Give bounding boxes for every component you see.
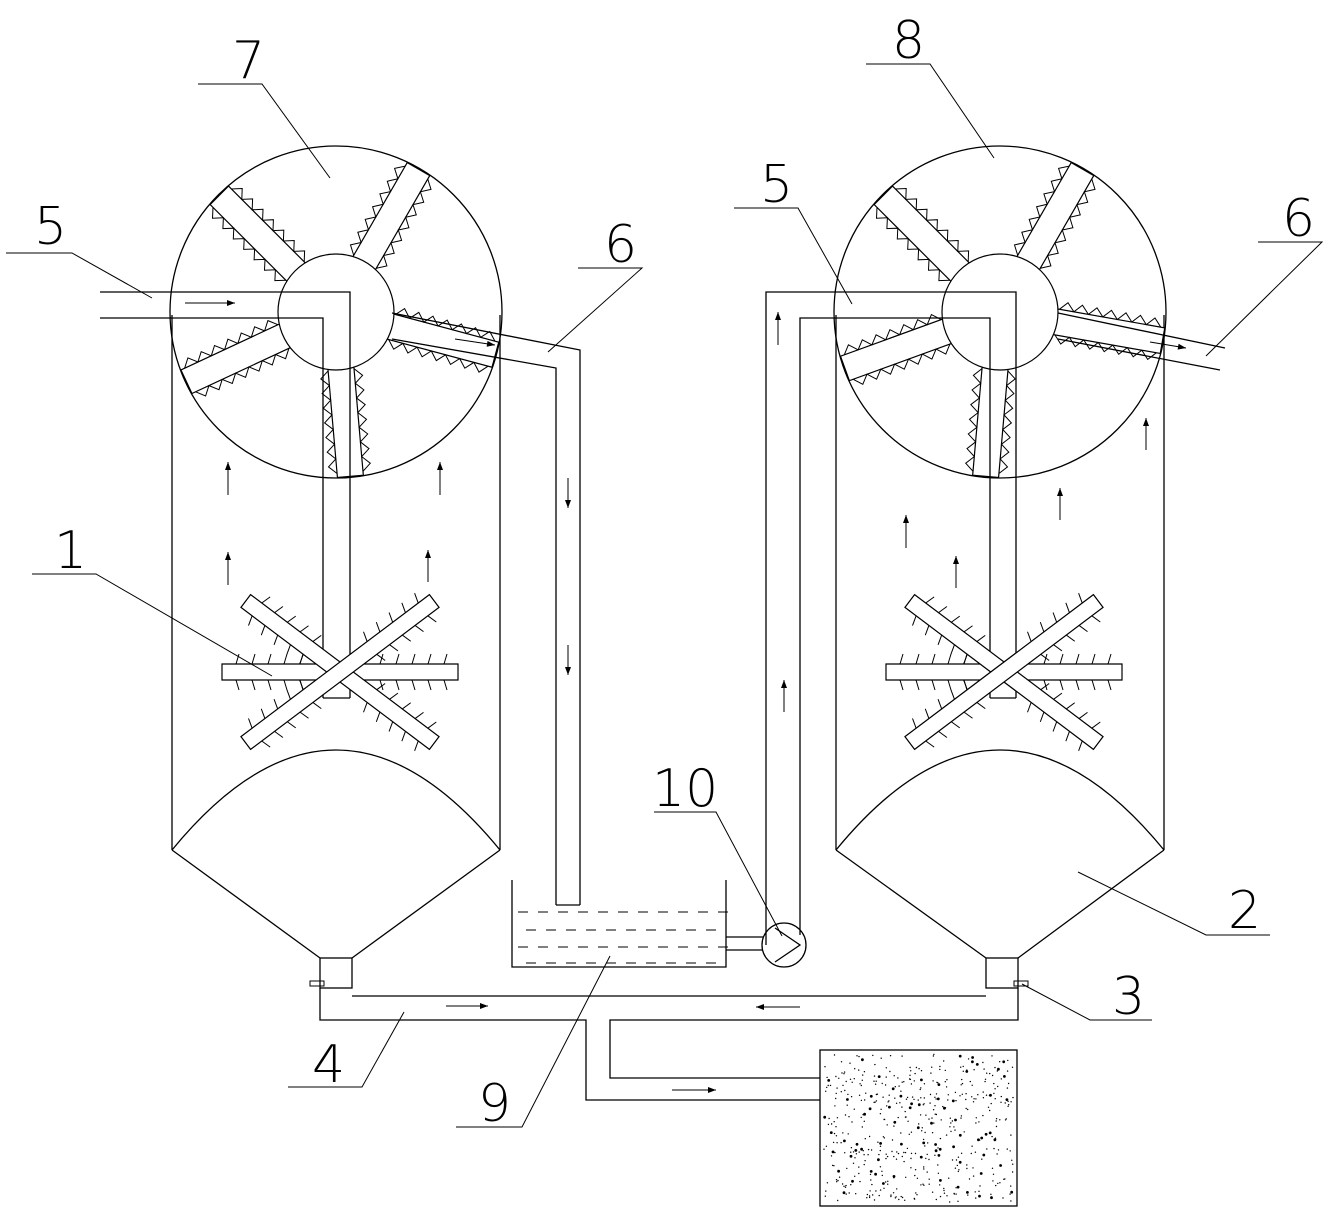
left-wheel-blade-4 (320, 360, 372, 479)
right-wheel-blade-5 (839, 313, 959, 385)
label-9: 9 (478, 1074, 511, 1134)
left-separator-wheel (169, 145, 503, 479)
label-10: 10 (652, 759, 718, 819)
left-stirrer (221, 593, 459, 751)
label-7: 7 (232, 31, 265, 91)
discharge-pipe (319, 988, 1019, 1101)
label-1: 1 (54, 521, 87, 581)
right-stirrer-bar-3 (904, 593, 1104, 751)
left-tank (171, 315, 501, 989)
right-stirrer (885, 593, 1123, 751)
label-3: 3 (1112, 967, 1145, 1027)
pump (726, 922, 807, 968)
label-5-left: 5 (34, 197, 67, 257)
right-separator-wheel (833, 145, 1167, 479)
collection-box (819, 1049, 1018, 1207)
flow-arrows (185, 300, 1187, 1093)
label-6-left: 6 (604, 215, 637, 275)
left-inlet-pipe (100, 291, 351, 699)
left-outlet-pipe (391, 312, 581, 906)
part-labels: 7 5 6 1 8 5 6 10 2 3 4 9 (34, 11, 1315, 1134)
left-wheel-blade-2 (348, 161, 432, 277)
label-6-right: 6 (1282, 189, 1315, 249)
right-wheel-blade-2 (1012, 161, 1096, 277)
label-8: 8 (892, 11, 925, 71)
water-tank (511, 880, 728, 968)
label-5-right: 5 (760, 155, 793, 215)
label-2: 2 (1228, 881, 1261, 941)
right-outlet-pipe (1057, 312, 1226, 371)
right-tank (835, 315, 1165, 989)
leader-lines (6, 63, 1324, 1128)
left-stirrer-bar-3 (240, 593, 440, 751)
right-inlet-pipe (765, 291, 1017, 945)
label-4: 4 (312, 1035, 345, 1095)
left-wheel-blade-5 (180, 319, 297, 397)
